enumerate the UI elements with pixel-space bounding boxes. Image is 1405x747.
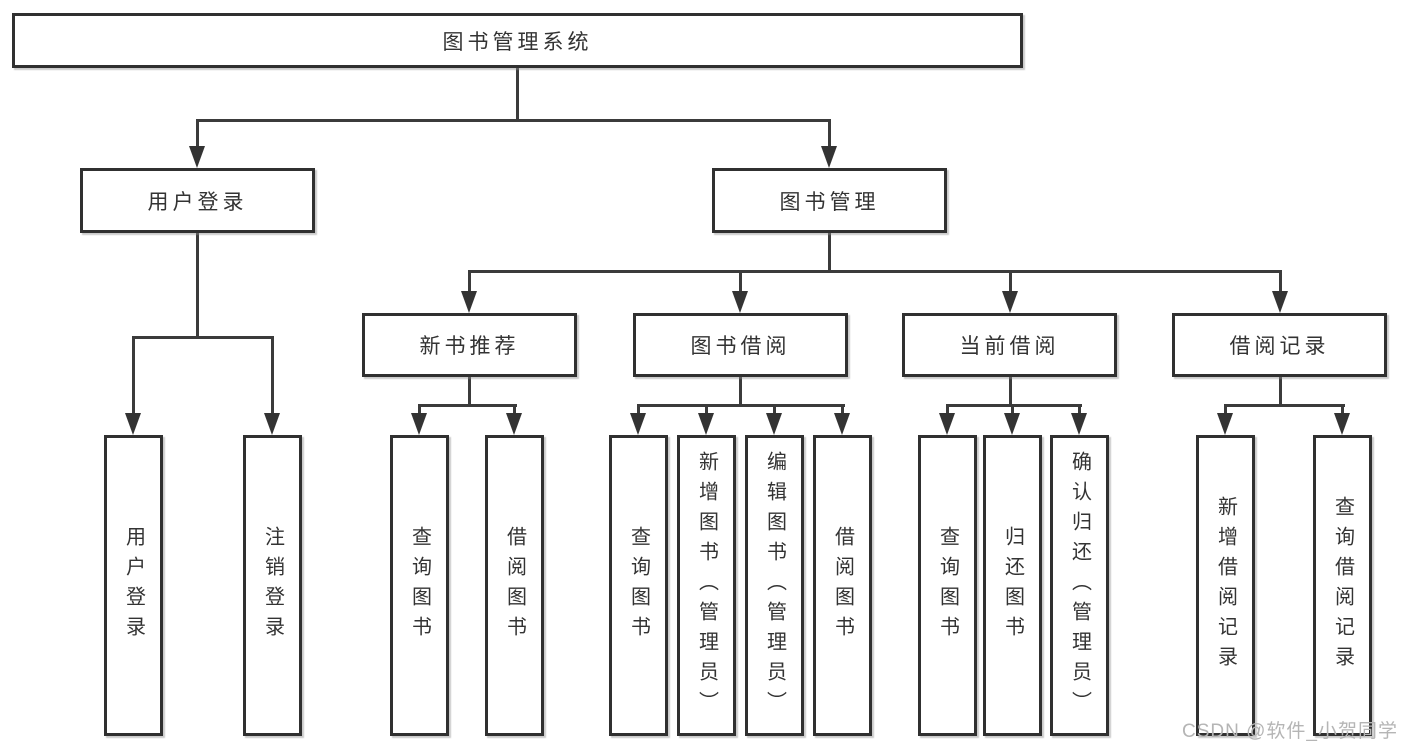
connector-records-hline — [1224, 404, 1345, 407]
leaf-query-borrow-record: 查询借阅记录 — [1313, 435, 1372, 736]
arrowhead-icon — [732, 291, 748, 313]
leaf-label: 查询图书 — [408, 525, 431, 646]
arrowhead-icon — [834, 413, 850, 435]
node-borrowing-records: 借阅记录 — [1172, 313, 1387, 377]
connector-drop — [841, 404, 844, 416]
arrowhead-icon — [939, 413, 955, 435]
leaf-label: 新增借阅记录 — [1214, 495, 1237, 676]
connector-drop — [739, 270, 742, 293]
arrowhead-icon — [766, 413, 782, 435]
arrowhead-icon — [411, 413, 427, 435]
connector-newbook-hline — [418, 404, 517, 407]
connector-drop — [418, 404, 421, 416]
leaf-label: 借阅图书 — [503, 525, 526, 646]
connector-drop — [1224, 404, 1227, 416]
leaf-label: 归还图书 — [1001, 525, 1024, 646]
connector-borrow-hline — [637, 404, 845, 407]
node-label: 借阅记录 — [1229, 335, 1330, 358]
node-label: 图书管理系统 — [442, 30, 593, 54]
arrowhead-icon — [1334, 413, 1350, 435]
node-label: 图书管理 — [779, 190, 880, 214]
connector-borrow-stub — [739, 377, 742, 405]
arrowhead-icon — [125, 413, 141, 435]
connector-newbook-stub — [468, 377, 471, 405]
node-library-management-system: 图书管理系统 — [12, 13, 1023, 68]
connector-drop — [705, 404, 708, 416]
leaf-label: 查询借阅记录 — [1331, 495, 1354, 676]
connector-drop — [196, 119, 199, 148]
leaf-label: 确认归还（管理员） — [1068, 450, 1091, 721]
connector-drop — [271, 336, 274, 415]
arrowhead-icon — [821, 146, 837, 168]
leaf-label: 查询图书 — [936, 525, 959, 646]
connector-userlogin-stub — [196, 233, 199, 337]
node-label: 图书借阅 — [690, 335, 791, 358]
connector-drop — [1078, 404, 1081, 416]
connector-bookmgmt-hline — [468, 270, 1282, 273]
connector-drop — [1009, 270, 1012, 293]
connector-drop — [132, 336, 135, 415]
node-label: 用户登录 — [147, 190, 248, 214]
arrowhead-icon — [698, 413, 714, 435]
connector-drop — [637, 404, 640, 416]
arrowhead-icon — [1217, 413, 1233, 435]
connector-userlogin-hline — [132, 336, 274, 339]
node-user-login: 用户登录 — [80, 168, 315, 233]
arrowhead-icon — [1004, 413, 1020, 435]
arrowhead-icon — [264, 413, 280, 435]
arrowhead-icon — [630, 413, 646, 435]
leaf-label: 注销登录 — [261, 525, 284, 646]
leaf-add-borrow-record: 新增借阅记录 — [1196, 435, 1255, 736]
leaf-confirm-return-admin: 确认归还（管理员） — [1050, 435, 1109, 736]
leaf-query-books-current: 查询图书 — [918, 435, 977, 736]
connector-records-stub — [1279, 377, 1282, 405]
connector-drop — [1341, 404, 1344, 416]
node-book-borrowing: 图书借阅 — [633, 313, 848, 377]
leaf-label: 查询图书 — [627, 525, 650, 646]
connector-drop — [773, 404, 776, 416]
connector-current-stub — [1009, 377, 1012, 405]
leaf-edit-book-admin: 编辑图书（管理员） — [745, 435, 804, 736]
arrowhead-icon — [506, 413, 522, 435]
leaf-user-login: 用户登录 — [104, 435, 163, 736]
arrowhead-icon — [461, 291, 477, 313]
connector-drop — [946, 404, 949, 416]
leaf-borrow-books-recommend: 借阅图书 — [485, 435, 544, 736]
leaf-return-books: 归还图书 — [983, 435, 1042, 736]
node-label: 新书推荐 — [419, 335, 520, 358]
leaf-query-books-recommend: 查询图书 — [390, 435, 449, 736]
connector-drop — [468, 270, 471, 293]
arrowhead-icon — [1272, 291, 1288, 313]
node-new-book-recommendation: 新书推荐 — [362, 313, 577, 377]
connector-root-hline — [196, 119, 831, 122]
leaf-label: 用户登录 — [122, 525, 145, 646]
node-current-borrowing: 当前借阅 — [902, 313, 1117, 377]
connector-current-hline — [946, 404, 1082, 407]
leaf-borrow-books-borrowing: 借阅图书 — [813, 435, 872, 736]
leaf-add-book-admin: 新增图书（管理员） — [677, 435, 736, 736]
connector-drop — [1011, 404, 1014, 416]
leaf-label: 新增图书（管理员） — [695, 450, 718, 721]
node-book-management: 图书管理 — [712, 168, 947, 233]
connector-bookmgmt-stub — [828, 233, 831, 271]
node-label: 当前借阅 — [959, 335, 1060, 358]
connector-root-stub — [516, 68, 519, 120]
arrowhead-icon — [1002, 291, 1018, 313]
connector-drop — [828, 119, 831, 148]
connector-drop — [1279, 270, 1282, 293]
leaf-label: 借阅图书 — [831, 525, 854, 646]
connector-drop — [513, 404, 516, 416]
arrowhead-icon — [1071, 413, 1087, 435]
watermark: CSDN @软件_小贺同学 — [1182, 721, 1398, 742]
leaf-logout: 注销登录 — [243, 435, 302, 736]
leaf-label: 编辑图书（管理员） — [763, 450, 786, 721]
arrowhead-icon — [189, 146, 205, 168]
leaf-query-books-borrowing: 查询图书 — [609, 435, 668, 736]
